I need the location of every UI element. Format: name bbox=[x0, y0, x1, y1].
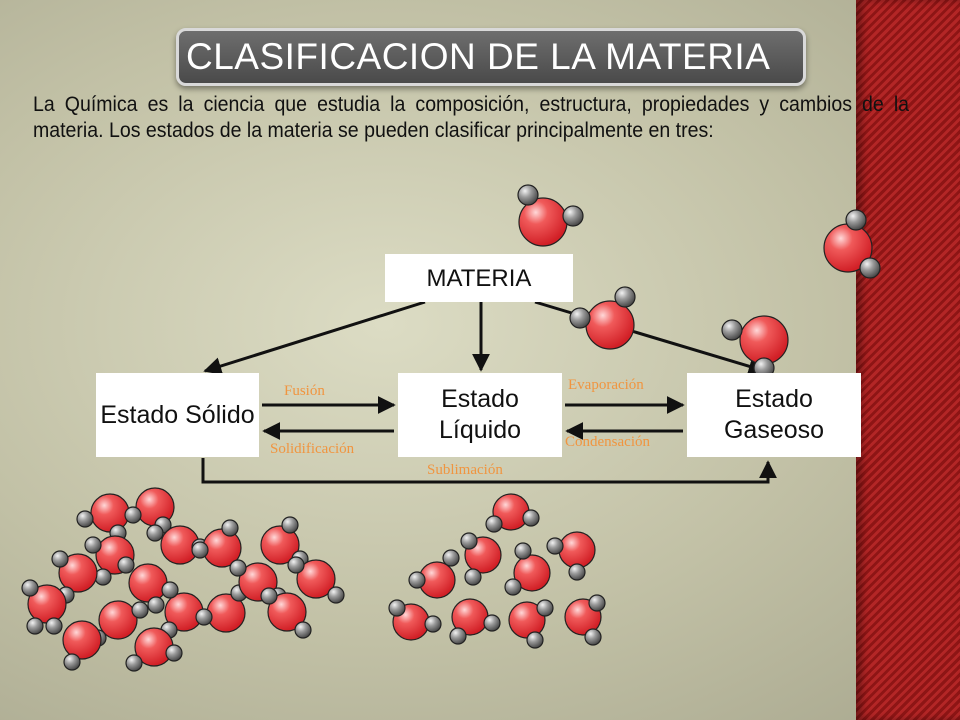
hydrogen-atom-icon bbox=[522, 509, 540, 527]
oxygen-atom-icon bbox=[267, 592, 307, 632]
molecule-illustrations bbox=[21, 184, 881, 672]
oxygen-atom-icon bbox=[62, 620, 102, 660]
hydrogen-atom-icon bbox=[45, 617, 63, 635]
label-sublimation: Sublimación bbox=[427, 462, 503, 478]
hydrogen-atom-icon bbox=[21, 579, 39, 597]
label-condensation: Condensación bbox=[565, 434, 650, 450]
hydrogen-atom-icon bbox=[588, 594, 606, 612]
hydrogen-atom-icon bbox=[514, 542, 532, 560]
hydrogen-atom-icon bbox=[442, 549, 460, 567]
hydrogen-atom-icon bbox=[191, 541, 209, 559]
node-solid-state: Estado Sólido bbox=[96, 373, 259, 457]
oxygen-atom-icon bbox=[260, 525, 300, 565]
hydrogen-atom-icon bbox=[568, 563, 586, 581]
hydrogen-atom-icon bbox=[117, 556, 135, 574]
arrow-materia-to-solid bbox=[203, 300, 426, 375]
hydrogen-atom-icon bbox=[229, 559, 247, 577]
hydrogen-atom-icon bbox=[536, 599, 554, 617]
oxygen-atom-icon bbox=[558, 531, 596, 569]
oxygen-atom-icon bbox=[296, 559, 336, 599]
hydrogen-atom-icon bbox=[124, 506, 142, 524]
hydrogen-atom-icon bbox=[147, 596, 165, 614]
hydrogen-atom-icon bbox=[504, 578, 522, 596]
diagram-connectors bbox=[201, 300, 777, 484]
hydrogen-atom-icon bbox=[721, 319, 743, 341]
hydrogen-atom-icon bbox=[76, 510, 94, 528]
oxygen-atom-icon bbox=[98, 600, 138, 640]
slide-title: CLASIFICACION DE LA MATERIA bbox=[186, 36, 771, 77]
hydrogen-atom-icon bbox=[483, 614, 501, 632]
hydrogen-atom-icon bbox=[614, 286, 636, 308]
hydrogen-atom-icon bbox=[517, 184, 539, 206]
node-gas-state: Estado Gaseoso bbox=[687, 373, 861, 457]
hydrogen-atom-icon bbox=[845, 209, 867, 231]
hydrogen-atom-icon bbox=[161, 581, 179, 599]
hydrogen-atom-icon bbox=[165, 644, 183, 662]
hydrogen-atom-icon bbox=[859, 257, 881, 279]
hydrogen-atom-icon bbox=[195, 608, 213, 626]
hydrogen-atom-icon bbox=[526, 631, 544, 649]
hydrogen-atom-icon bbox=[449, 627, 467, 645]
arrow-sublimation bbox=[201, 458, 777, 484]
hydrogen-atom-icon bbox=[460, 532, 478, 550]
label-evaporation: Evaporación bbox=[568, 377, 644, 393]
decorative-side-band bbox=[856, 0, 960, 720]
hydrogen-atom-icon bbox=[260, 587, 278, 605]
node-materia: MATERIA bbox=[385, 254, 573, 302]
hydrogen-atom-icon bbox=[546, 537, 564, 555]
label-fusion: Fusión bbox=[284, 383, 325, 399]
hydrogen-atom-icon bbox=[485, 515, 503, 533]
title-banner bbox=[176, 28, 806, 86]
hydrogen-atom-icon bbox=[131, 601, 149, 619]
intro-paragraph: La Química es la ciencia que estudia la … bbox=[33, 93, 910, 142]
hydrogen-atom-icon bbox=[125, 654, 143, 672]
hydrogen-atom-icon bbox=[464, 568, 482, 586]
hydrogen-atom-icon bbox=[294, 621, 312, 639]
hydrogen-atom-icon bbox=[287, 556, 305, 574]
oxygen-atom-icon bbox=[739, 315, 789, 365]
oxygen-atom-icon bbox=[128, 563, 168, 603]
hydrogen-atom-icon bbox=[562, 205, 584, 227]
hydrogen-atom-icon bbox=[26, 617, 44, 635]
node-liquid-state: Estado Líquido bbox=[398, 373, 562, 457]
hydrogen-atom-icon bbox=[424, 615, 442, 633]
hydrogen-atom-icon bbox=[84, 536, 102, 554]
oxygen-atom-icon bbox=[585, 300, 635, 350]
hydrogen-atom-icon bbox=[584, 628, 602, 646]
hydrogen-atom-icon bbox=[51, 550, 69, 568]
hydrogen-atom-icon bbox=[327, 586, 345, 604]
hydrogen-atom-icon bbox=[388, 599, 406, 617]
label-solidification: Solidificación bbox=[270, 441, 355, 457]
hydrogen-atom-icon bbox=[221, 519, 239, 537]
oxygen-atom-icon bbox=[513, 554, 551, 592]
oxygen-atom-icon bbox=[58, 553, 98, 593]
hydrogen-atom-icon bbox=[281, 516, 299, 534]
hydrogen-atom-icon bbox=[146, 524, 164, 542]
hydrogen-atom-icon bbox=[63, 653, 81, 671]
hydrogen-atom-icon bbox=[408, 571, 426, 589]
hydrogen-atom-icon bbox=[569, 307, 591, 329]
